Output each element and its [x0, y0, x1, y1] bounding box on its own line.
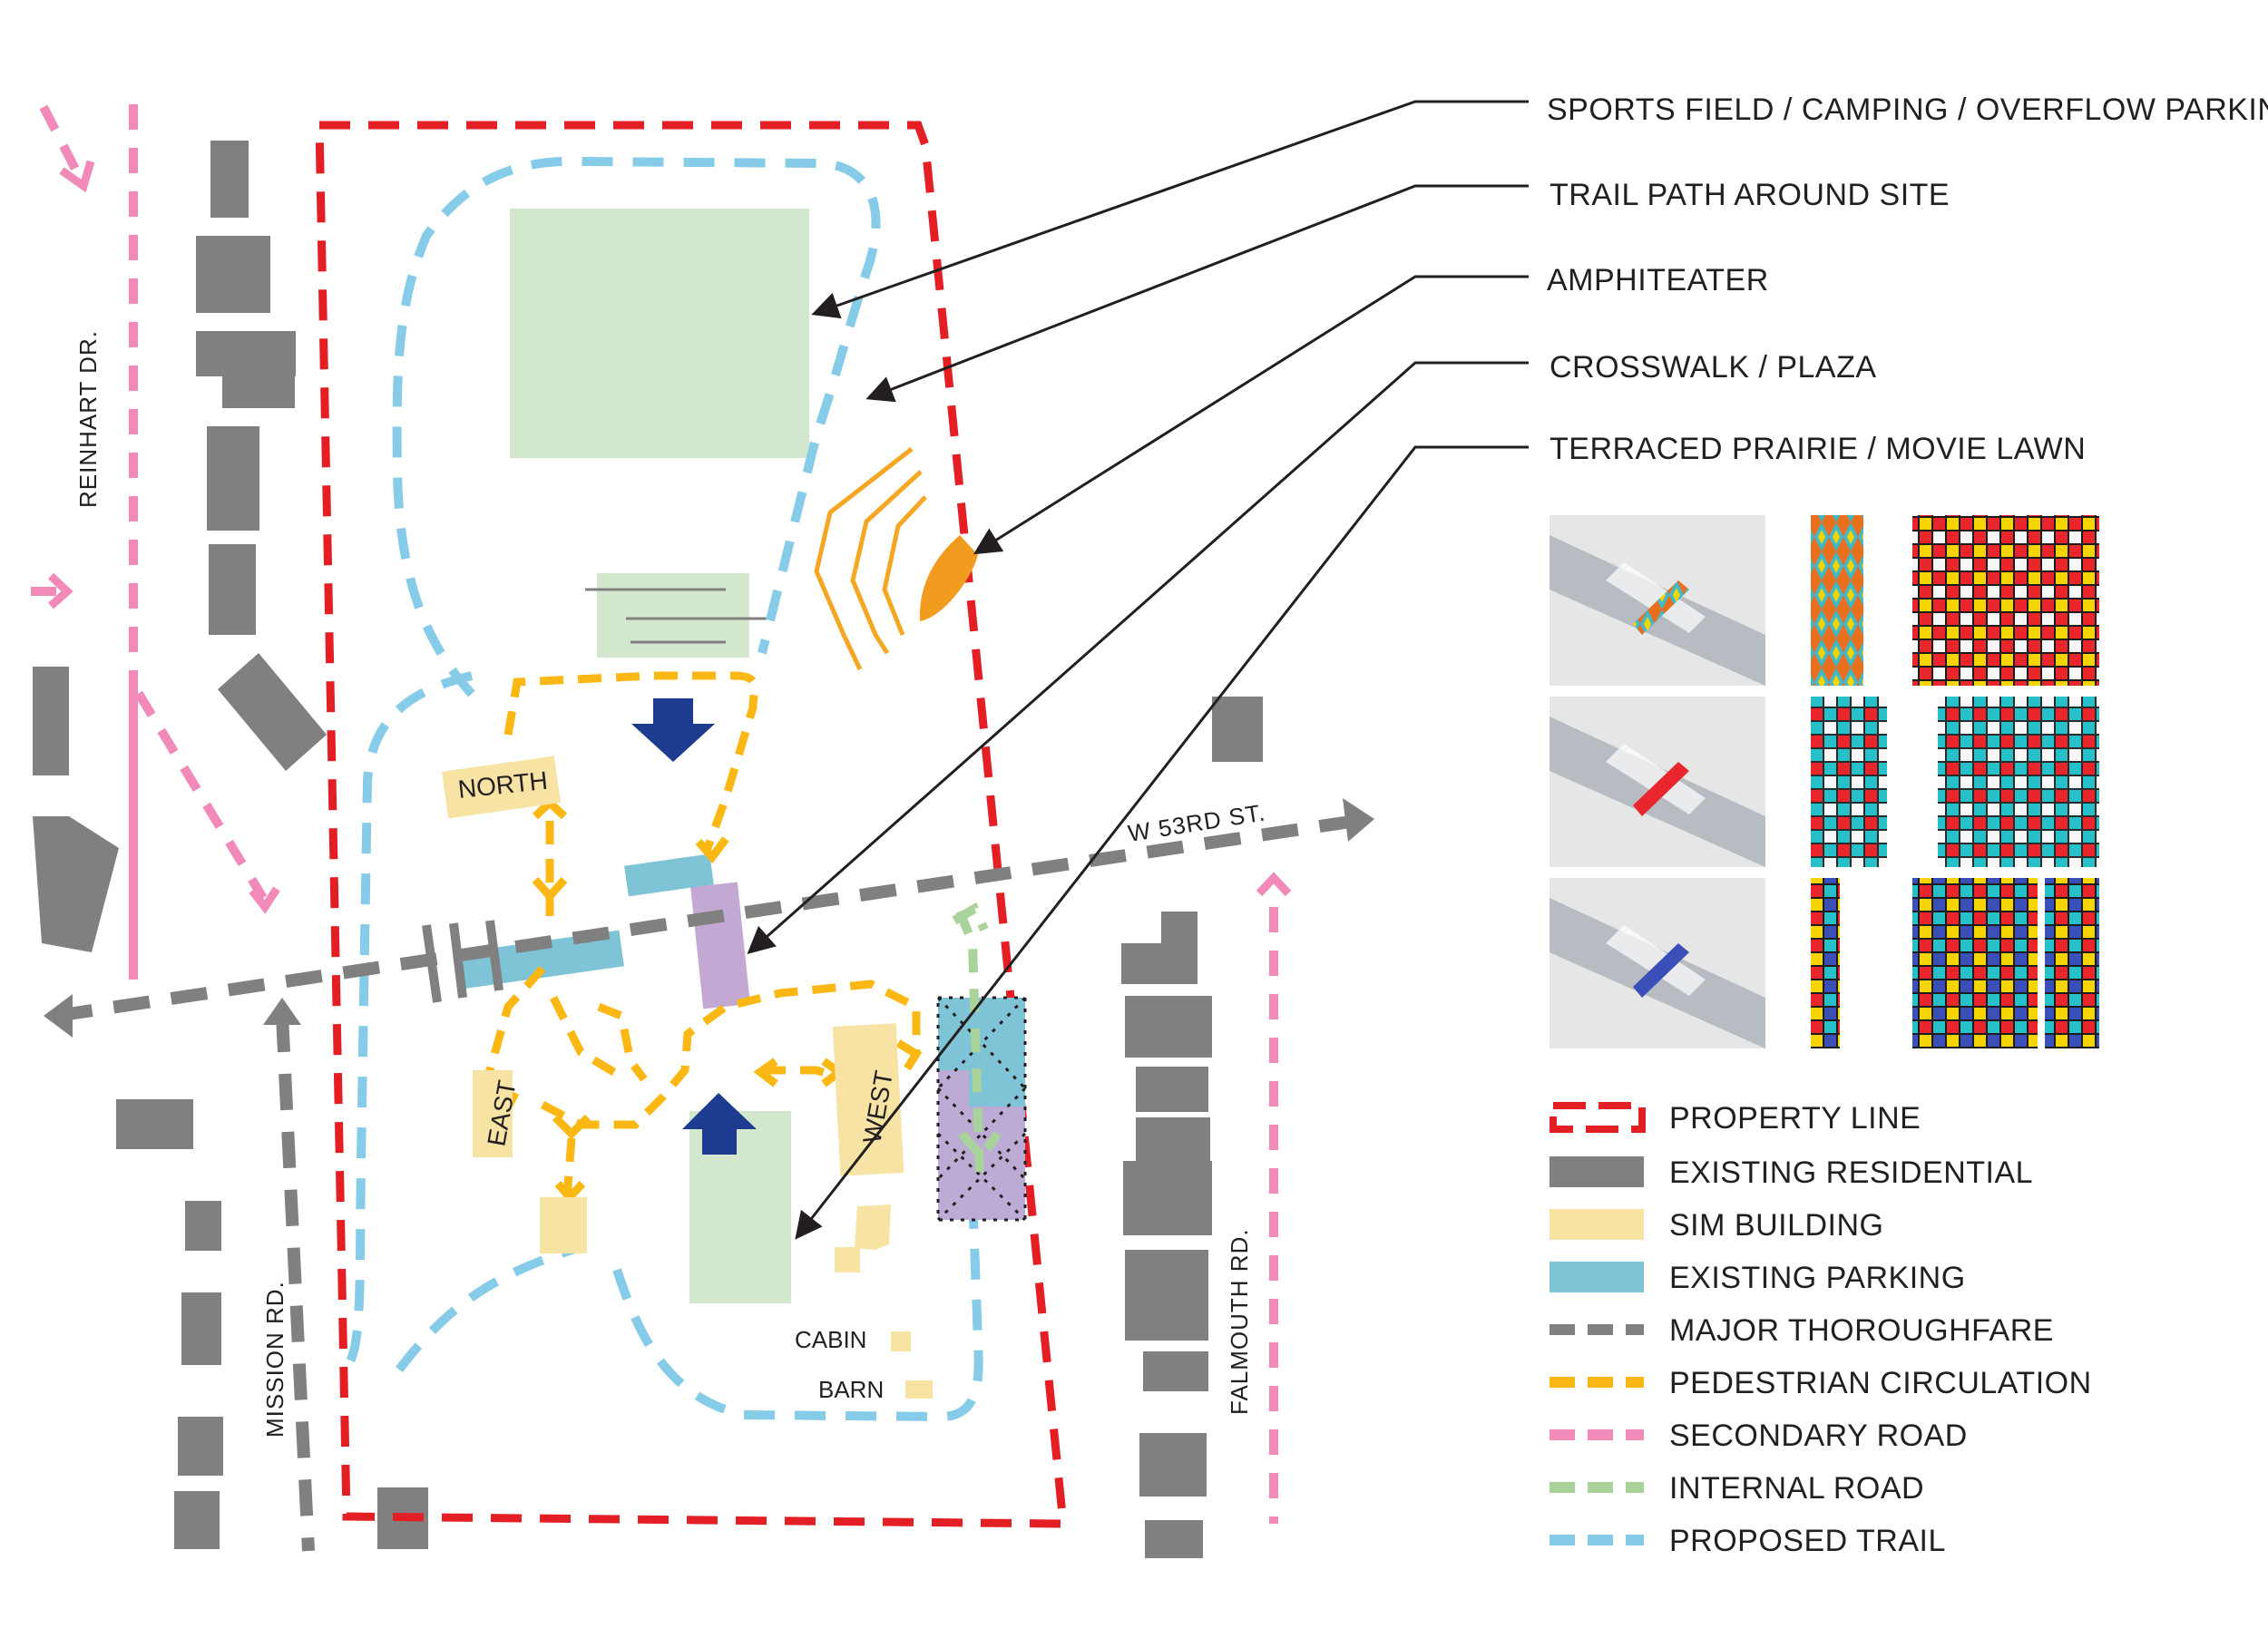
south-arrow	[631, 698, 715, 762]
crosswalk-plaza	[690, 882, 750, 1009]
callout-leaders	[747, 100, 1529, 1240]
crosswalk-pattern-studies	[1549, 515, 2099, 1048]
sports-field	[510, 209, 809, 458]
legend-swatch	[1549, 1209, 1644, 1240]
legend-label: EXISTING RESIDENTIAL	[1669, 1155, 2033, 1190]
legend-item: INTERNAL ROAD	[1549, 1471, 1924, 1506]
legend-item: MAJOR THOROUGHFARE	[1549, 1313, 2054, 1348]
street-w53rd: W 53RD ST.	[1126, 798, 1267, 847]
property-line	[315, 121, 1068, 1528]
street-falmouth: FALMOUTH RD.	[1226, 1228, 1253, 1415]
amphitheater-rings	[814, 447, 927, 671]
legend-label: PROPOSED TRAIL	[1669, 1524, 1946, 1558]
entry-arrows	[631, 698, 757, 1155]
legend-swatch	[1549, 1102, 1646, 1133]
street-mission: MISSION RD.	[261, 1281, 288, 1438]
secondary-road	[31, 104, 1278, 1524]
green-space	[510, 209, 809, 1303]
east-building	[473, 1070, 513, 1157]
callout-amphitheater: AMPHITEATER	[1547, 263, 1769, 297]
legend-swatch	[1549, 1156, 1644, 1187]
existing-residential	[33, 141, 1263, 1558]
amphitheater-stage	[919, 535, 978, 621]
legend-label: PROPERTY LINE	[1669, 1101, 1921, 1136]
legend-item: PROPERTY LINE	[1549, 1101, 1921, 1136]
west-building	[832, 1023, 904, 1176]
legend-item: PROPOSED TRAIL	[1549, 1524, 1946, 1558]
callout-crosswalk: CROSSWALK / PLAZA	[1549, 350, 1877, 385]
legend-label: MAJOR THOROUGHFARE	[1669, 1313, 2054, 1348]
legend: PROPERTY LINE EXISTING RESIDENTIAL SIM BUI…	[1549, 1101, 2092, 1558]
secondary-road-arrows	[47, 160, 1292, 914]
proposed-trail	[341, 156, 983, 1422]
callout-trail-path: TRAIL PATH AROUND SITE	[1549, 178, 1950, 212]
crosswalk-stripes	[422, 920, 503, 1003]
legend-item: EXISTING RESIDENTIAL	[1549, 1155, 2033, 1190]
legend-swatch	[1549, 1262, 1644, 1292]
street-reinhart: REINHART DR.	[74, 330, 102, 508]
legend-item: SIM BUILDING	[1549, 1208, 1883, 1243]
label-cabin: CABIN	[795, 1326, 866, 1353]
label-barn: BARN	[818, 1376, 884, 1403]
internal-road	[952, 902, 1002, 1180]
legend-item: PEDESTRIAN CIRCULATION	[1549, 1366, 2092, 1400]
legend-item: EXISTING PARKING	[1549, 1261, 1966, 1295]
amphitheater-lines	[585, 588, 767, 644]
thoroughfare-arrows	[44, 798, 1374, 1038]
legend-label: EXISTING PARKING	[1669, 1261, 1966, 1295]
major-thoroughfare	[54, 814, 1358, 1552]
callout-sports-field: SPORTS FIELD / CAMPING / OVERFLOW PARKIN…	[1547, 93, 2268, 127]
amphitheater-lawn	[597, 573, 749, 658]
cabin-building	[891, 1331, 911, 1351]
crosswalk-study-1	[1549, 515, 2099, 686]
north-arrow	[682, 1093, 757, 1155]
legend-label: PEDESTRIAN CIRCULATION	[1669, 1366, 2092, 1400]
north-building	[441, 756, 562, 819]
legend-label: INTERNAL ROAD	[1669, 1471, 1924, 1506]
legend-label: SIM BUILDING	[1669, 1208, 1883, 1243]
legend-item: SECONDARY ROAD	[1549, 1419, 1968, 1453]
legend-label: SECONDARY ROAD	[1669, 1419, 1968, 1453]
callout-terraced-prairie: TERRACED PRAIRIE / MOVIE LAWN	[1549, 432, 2086, 466]
crosswalk-study-3	[1549, 878, 2099, 1048]
sim-buildings	[441, 756, 933, 1399]
barn-building	[905, 1380, 933, 1399]
crosswalk-study-2	[1549, 697, 2099, 867]
